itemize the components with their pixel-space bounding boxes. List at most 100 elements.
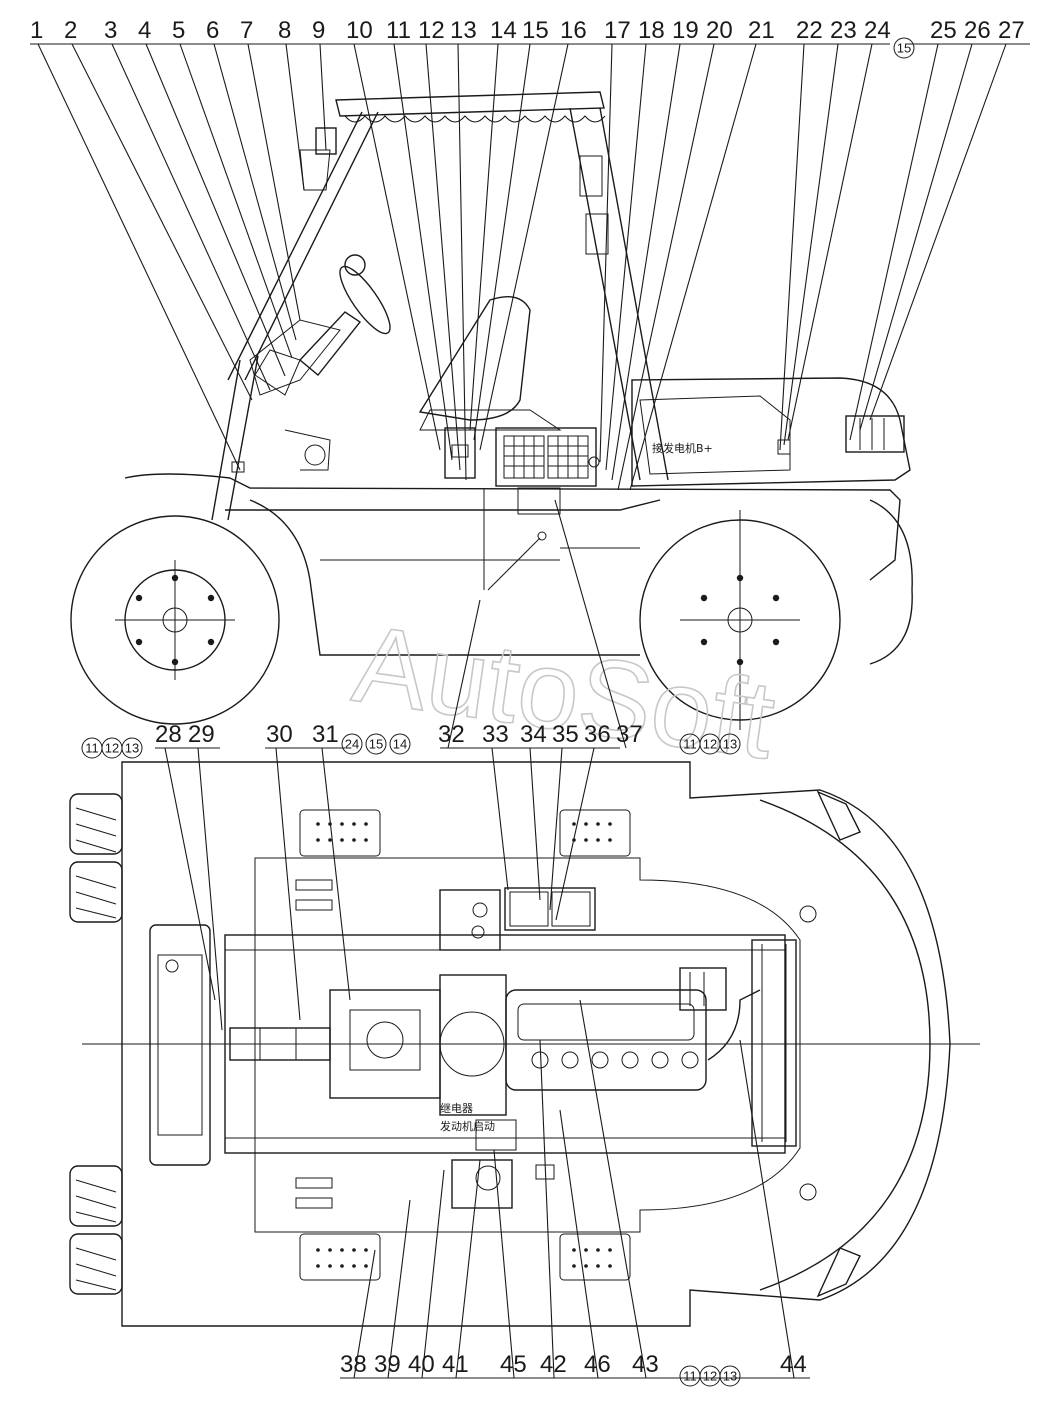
leader-42 (539, 1039, 555, 1379)
relay-note: 继电器 (440, 1102, 473, 1115)
circled-mid-center-24-0: 24 (345, 737, 359, 752)
leader-9 (319, 43, 327, 151)
leader-29 (197, 747, 223, 1031)
leader-8 (285, 43, 305, 191)
leader-35 (549, 747, 563, 911)
leader-4 (145, 43, 286, 377)
leader-24 (787, 43, 873, 441)
circled-bottom-13-2-ring (719, 1365, 741, 1387)
callout-3: 3 (104, 17, 117, 44)
leader-30 (275, 747, 301, 1021)
callout-8: 8 (278, 17, 291, 44)
callout-15: 15 (522, 17, 549, 44)
callout-4: 4 (138, 17, 151, 44)
leader-20 (617, 43, 715, 491)
circled-top-15-ring (893, 37, 915, 59)
callout-17: 17 (604, 17, 631, 44)
callout-10: 10 (346, 17, 373, 44)
circled-mid-right-13-2: 13 (723, 737, 737, 752)
circled-bottom-12-1: 12 (703, 1369, 717, 1384)
leader-46 (559, 1109, 599, 1379)
callout-18: 18 (638, 17, 665, 44)
leader-44 (739, 1039, 795, 1379)
callout-24: 24 (864, 17, 891, 44)
circled-mid-center-15-1-ring (365, 733, 387, 755)
callout-36: 36 (584, 721, 611, 748)
forklift-top-view: 继电器 发动机启动 (69, 761, 980, 1327)
circled-mid-center-15-1: 15 (369, 737, 383, 752)
callout-29: 29 (188, 721, 215, 748)
leader-43 (579, 999, 647, 1379)
leader-40 (421, 1169, 445, 1379)
circled-mid-right-13-2-ring (719, 733, 741, 755)
circled-top-15: 15 (897, 41, 911, 56)
callout-11: 11 (386, 17, 411, 44)
callout-31: 31 (312, 721, 339, 748)
callout-22: 22 (796, 17, 823, 44)
callout-19: 19 (672, 17, 699, 44)
circled-bottom-11-0: 11 (683, 1369, 697, 1384)
circled-mid-left-11-0: 11 (85, 741, 99, 756)
callout-16: 16 (560, 17, 587, 44)
leader-6 (213, 43, 297, 341)
callout-2: 2 (64, 17, 77, 44)
leader-16 (479, 43, 569, 451)
callout-20: 20 (706, 17, 733, 44)
generator-note: 接发电机B+ (652, 441, 713, 455)
leader-17 (599, 43, 613, 463)
leader-19 (611, 43, 681, 481)
circled-mid-center-14-2-ring (389, 733, 411, 755)
leader-lines (37, 43, 1007, 1379)
callout-23: 23 (830, 17, 857, 44)
engine-start-note: 发动机启动 (440, 1119, 495, 1133)
leader-26 (859, 43, 973, 431)
callout-26: 26 (964, 17, 991, 44)
callout-9: 9 (312, 17, 325, 44)
callout-7: 7 (240, 17, 253, 44)
callout-14: 14 (490, 17, 517, 44)
callout-33: 33 (482, 721, 509, 748)
callout-39: 39 (374, 1351, 401, 1378)
leader-14 (469, 43, 499, 431)
leader-31 (321, 747, 351, 1001)
callout-25: 25 (930, 17, 957, 44)
callout-37: 37 (616, 721, 643, 748)
leader-18 (605, 43, 647, 471)
leader-5 (179, 43, 293, 359)
leader-36 (555, 747, 595, 921)
callout-38: 38 (340, 1351, 367, 1378)
circled-mid-center-24-0-ring (341, 733, 363, 755)
circled-mid-left-13-2: 13 (125, 741, 139, 756)
leader-38 (353, 1249, 376, 1379)
leader-25 (849, 43, 939, 441)
callout-6: 6 (206, 17, 219, 44)
callout-5: 5 (172, 17, 185, 44)
leader-3 (111, 43, 271, 391)
callout-30: 30 (266, 721, 293, 748)
leader-37 (554, 499, 627, 749)
leader-39 (387, 1199, 411, 1379)
callout-41: 41 (442, 1351, 469, 1378)
leader-13 (457, 43, 467, 481)
callout-34: 34 (520, 721, 547, 748)
watermark: AutoSoft (347, 602, 782, 783)
leader-41 (455, 1159, 481, 1379)
leader-11 (393, 43, 453, 461)
leader-22 (779, 43, 805, 451)
leader-33 (491, 747, 509, 891)
leader-2 (71, 43, 253, 401)
callout-35: 35 (552, 721, 579, 748)
circled-mid-left-12-1: 12 (105, 741, 119, 756)
leader-21 (629, 43, 757, 491)
leader-10 (353, 43, 441, 451)
circled-bottom-13-2: 13 (723, 1369, 737, 1384)
leader-27 (869, 43, 1007, 421)
circled-mid-right-11-0: 11 (683, 737, 697, 752)
circled-mid-right-12-1: 12 (703, 737, 717, 752)
callout-1: 1 (30, 17, 43, 44)
leader-32 (447, 599, 481, 749)
callout-40: 40 (408, 1351, 435, 1378)
leader-28 (164, 747, 216, 1001)
